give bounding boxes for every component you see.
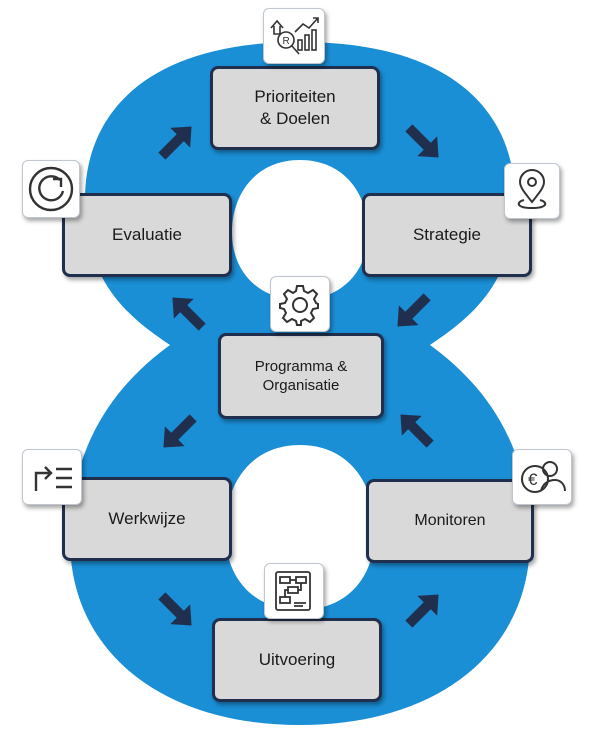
svg-text:R: R <box>283 36 290 47</box>
redirect-list-icon <box>22 449 82 505</box>
step-programma-organisatie[interactable]: Programma & Organisatie <box>218 333 384 419</box>
step-uitvoering[interactable]: Uitvoering <box>212 618 382 702</box>
arrow-to-werkwijze <box>163 414 197 448</box>
step-prioriteiten-doelen[interactable]: Prioriteiten & Doelen <box>210 66 380 150</box>
step-programma-label: Programma & Organisatie <box>254 357 348 395</box>
step-werkwijze[interactable]: Werkwijze <box>62 477 232 561</box>
step-evaluatie-label: Evaluatie <box>112 224 182 244</box>
step-strategie[interactable]: Strategie <box>362 193 532 277</box>
step-monitoren[interactable]: Monitoren <box>366 479 534 563</box>
arrow-to-programma <box>397 293 431 327</box>
arrow-monitoren-to-programma <box>400 414 434 448</box>
step-werkwijze-label: Werkwijze <box>108 508 186 528</box>
gear-icon <box>270 276 330 332</box>
process-flow-icon <box>264 563 324 619</box>
step-monitoren-label: Monitoren <box>414 511 486 529</box>
arrow-to-uitvoering <box>158 592 192 626</box>
refresh-cycle-icon <box>22 160 80 218</box>
step-evaluatie[interactable]: Evaluatie <box>62 193 232 277</box>
arrow-to-strategie <box>405 124 439 158</box>
euro-coins-icon: € <box>512 449 572 505</box>
arrow-to-evaluatie <box>172 297 206 331</box>
step-uitvoering-label: Uitvoering <box>258 649 336 669</box>
analytics-icon: R <box>263 8 325 64</box>
map-pin-icon <box>504 163 560 219</box>
svg-text:€: € <box>528 470 538 489</box>
step-strategie-label: Strategie <box>412 224 482 244</box>
step-prioriteiten-label: Prioriteiten & Doelen <box>254 86 336 128</box>
arrow-to-monitoren <box>405 594 439 628</box>
arrow-to-prioriteiten <box>158 126 192 160</box>
